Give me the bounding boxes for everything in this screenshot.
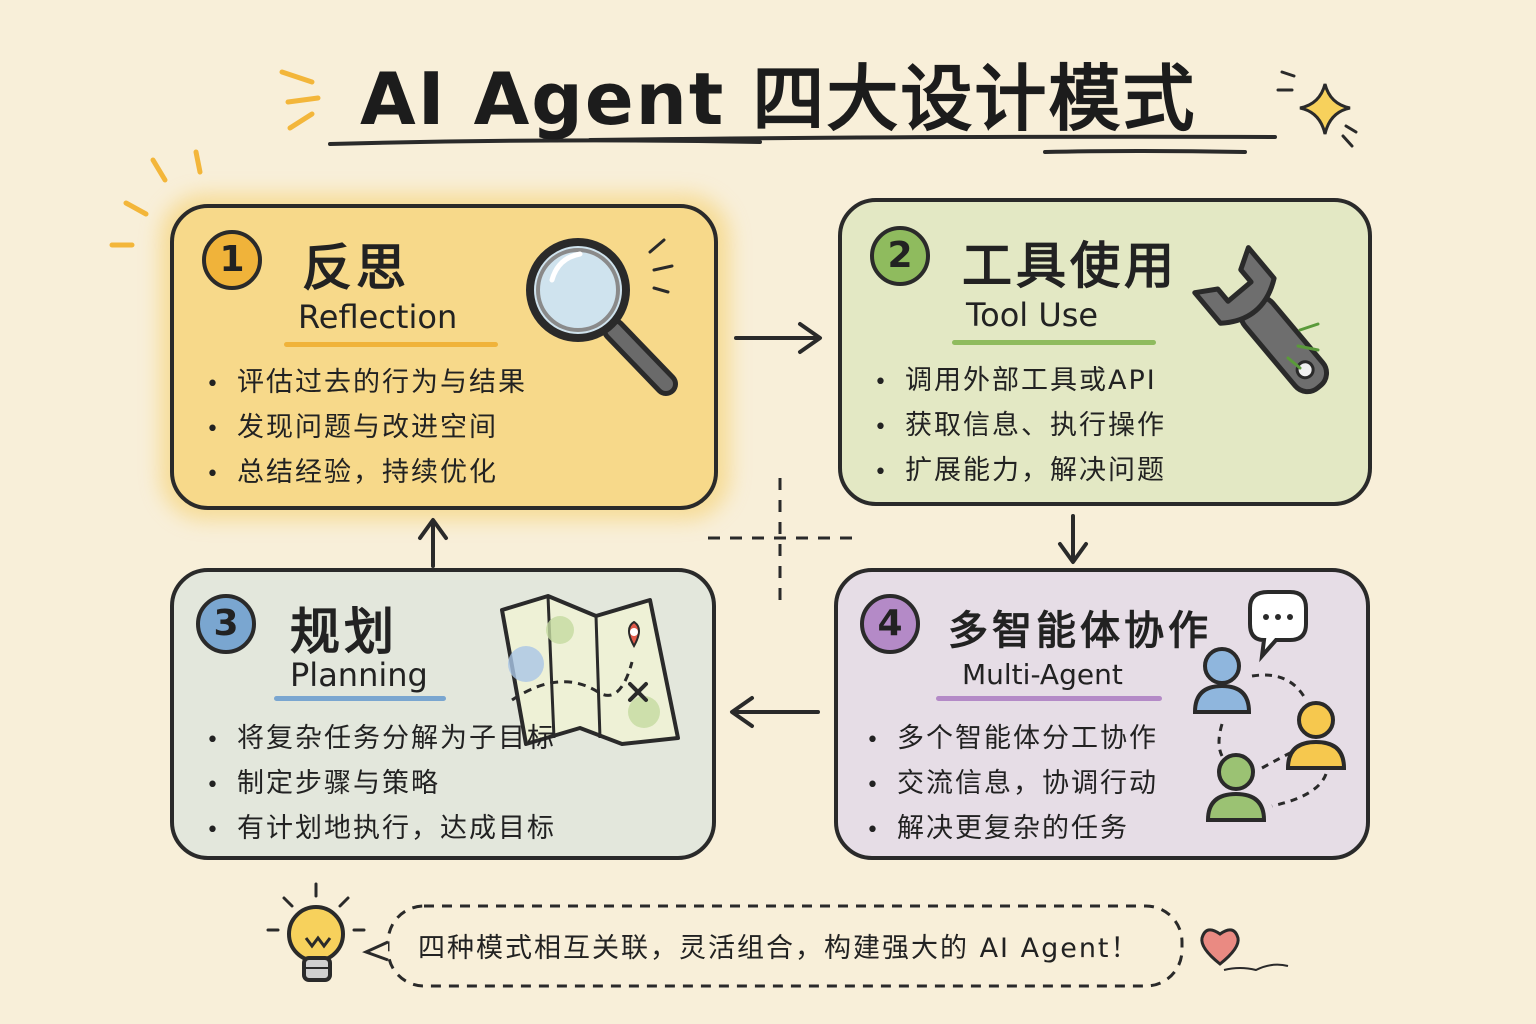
footer-bubble (362, 904, 1184, 988)
reflection-card: 1 反思 Reflection 评估过去的行为与结果 发现问题与改进空间 总结经… (170, 204, 718, 510)
list-item: 发现问题与改进空间 (206, 405, 527, 450)
page-title: AI Agent 四大设计模式 (360, 57, 1197, 141)
star-icon (1276, 70, 1358, 148)
card-title-en: Tool Use (966, 296, 1099, 334)
bullet-list: 评估过去的行为与结果 发现问题与改进空间 总结经验，持续优化 (206, 360, 527, 495)
lightbulb-icon (266, 882, 366, 982)
card-title-en: Multi-Agent (962, 658, 1123, 691)
list-item: 多个智能体分工协作 (866, 716, 1158, 761)
card-title-en: Planning (290, 656, 428, 694)
list-item: 总结经验，持续优化 (206, 450, 527, 495)
card-title-zh: 规划 (290, 603, 398, 661)
list-item: 获取信息、执行操作 (874, 403, 1166, 448)
magnifier-icon (526, 238, 678, 396)
list-item: 将复杂任务分解为子目标 (206, 716, 556, 761)
list-item: 解决更复杂的任务 (866, 806, 1158, 851)
planning-card: 3 规划 Planning 将复杂任务分解为子目标 制定步骤与策略 有计划地执行… (170, 568, 716, 860)
arrow-down-icon (1058, 514, 1088, 564)
wrench-icon (1192, 245, 1330, 395)
sparkle-lines-icon (109, 69, 321, 248)
list-item: 评估过去的行为与结果 (206, 360, 527, 405)
list-item: 制定步骤与策略 (206, 761, 556, 806)
step-number-badge: 3 (196, 594, 256, 654)
list-item: 有计划地执行，达成目标 (206, 806, 556, 851)
tool-use-card: 2 工具使用 Tool Use 调用外部工具或API 获取信息、执行操作 扩展能… (838, 198, 1372, 506)
arrow-left-icon (730, 696, 820, 728)
arrow-up-icon (418, 518, 448, 568)
card-title-underline (284, 342, 498, 347)
bullet-list: 调用外部工具或API 获取信息、执行操作 扩展能力，解决问题 (874, 358, 1166, 493)
title-underline (328, 134, 1277, 154)
card-title-underline (936, 696, 1162, 701)
card-title-zh: 工具使用 (962, 237, 1178, 295)
card-title-underline (952, 340, 1156, 345)
step-number-badge: 4 (860, 594, 920, 654)
step-number-badge: 2 (870, 226, 930, 286)
heart-icon (1200, 928, 1289, 972)
bullet-list: 多个智能体分工协作 交流信息，协调行动 解决更复杂的任务 (866, 716, 1158, 851)
multi-agent-card: 4 多智能体协作 Multi-Agent 多个智能体分工协作 交流信息，协调行动… (834, 568, 1370, 860)
card-title-underline (274, 696, 446, 701)
center-dashed-cross (708, 478, 852, 604)
card-title-en: Reflection (298, 298, 458, 336)
card-title-zh: 反思 (302, 239, 410, 297)
arrow-right-icon (734, 322, 822, 354)
list-item: 交流信息，协调行动 (866, 761, 1158, 806)
wrench-spark-lines (1286, 322, 1320, 370)
people-icon (1192, 590, 1347, 822)
list-item: 扩展能力，解决问题 (874, 448, 1166, 493)
card-title-zh: 多智能体协作 (948, 608, 1212, 654)
list-item: 调用外部工具或API (874, 358, 1166, 403)
step-number-badge: 1 (202, 230, 262, 290)
footer-message: 四种模式相互关联，灵活组合，构建强大的 AI Agent！ (418, 933, 1140, 964)
bullet-list: 将复杂任务分解为子目标 制定步骤与策略 有计划地执行，达成目标 (206, 716, 556, 851)
